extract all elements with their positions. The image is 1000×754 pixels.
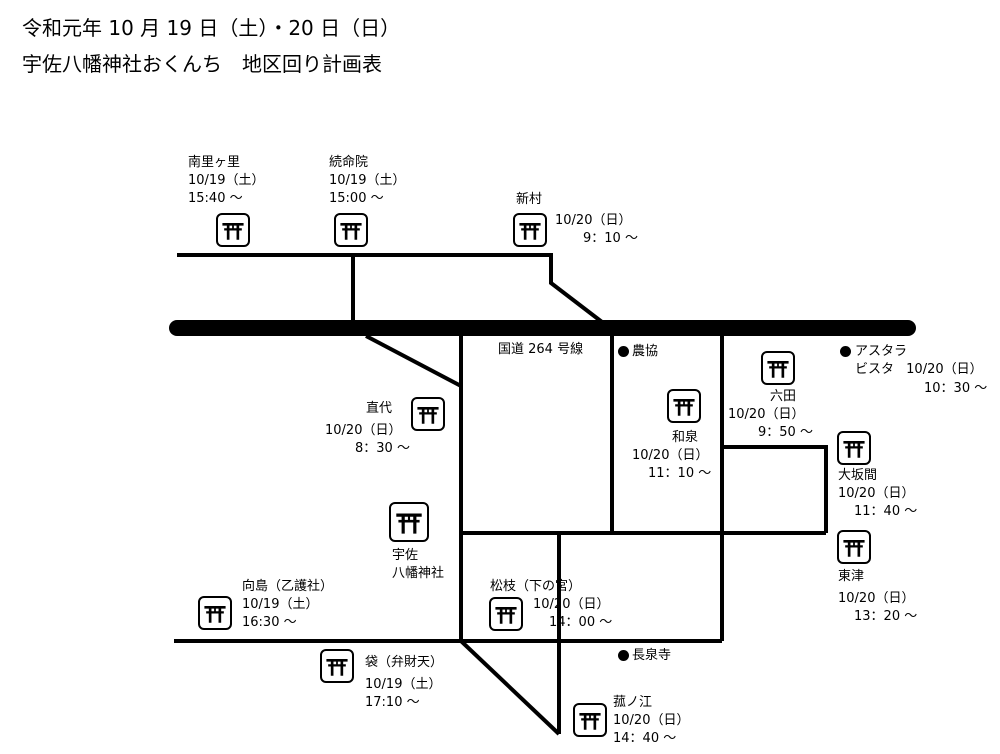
stop-name: 菰ノ江 — [613, 695, 653, 710]
torii-icon-naoshiro — [411, 397, 445, 431]
stop-date: 10/20（日） — [325, 423, 402, 438]
stop-name: 和泉 — [672, 430, 699, 445]
stop-time: 9：10 〜 — [583, 231, 638, 246]
stop-time: 14：00 〜 — [549, 615, 613, 630]
stop-name: 大坂間 — [838, 468, 878, 483]
torii-icon-fukuro — [320, 649, 354, 683]
road-label-route-264: 国道 264 号線 — [498, 342, 584, 357]
stop-mukaijima: 向島（乙護社） 10/19（土） 16:30 〜 — [242, 578, 333, 632]
landmark-dot-astarabista — [840, 346, 851, 357]
stop-date: 10/20（日） — [728, 407, 805, 422]
stop-name-shinmura: 新村 — [516, 192, 543, 207]
stop-matsueda-schedule: 10/20（日） 14：00 〜 — [533, 596, 612, 632]
upper-road — [177, 253, 604, 324]
stop-higashitsu: 東津 10/20（日） 13：20 〜 — [838, 568, 917, 626]
stop-date: 10/20（日） — [555, 213, 632, 228]
stop-name: 宇佐 — [392, 548, 419, 563]
stop-date: 10/20（日） — [533, 597, 610, 612]
road-diagonal-komonoe — [459, 639, 561, 736]
torii-icon-higashitsu — [837, 530, 871, 564]
stop-time: 11：10 〜 — [648, 466, 712, 481]
stop-zokumyoin: 続命院 10/19（土） 15:00 〜 — [329, 154, 405, 208]
torii-icon-matsueda — [489, 597, 523, 631]
torii-icon-usa-hachiman-shrine — [389, 502, 429, 542]
stop-astarabista-detail: ビスタ 10/20（日） — [855, 361, 983, 379]
stop-name: アスタラ — [855, 344, 908, 359]
torii-icon-rokuta — [761, 351, 795, 385]
stop-date: 10/19（土） — [242, 597, 319, 612]
stop-date: 10/19（土） — [329, 173, 406, 188]
torii-icon-zokumyoin — [334, 213, 368, 247]
plan-title: 宇佐八幡神社おくんち 地区回り計画表 — [22, 52, 382, 76]
stop-date: 10/20（日） — [632, 448, 709, 463]
torii-icon-osakama — [837, 431, 871, 465]
stop-date: 10/20（日） — [906, 362, 983, 377]
stop-time: 9：50 〜 — [758, 425, 813, 440]
road-diagonal-naoshiro — [365, 334, 462, 388]
stop-shinmura-schedule: 10/20（日） 9：10 〜 — [555, 212, 638, 248]
landmark-dot-chosenji — [618, 650, 629, 661]
landmark-dot-nokyo — [618, 346, 629, 357]
stop-name: 続命院 — [329, 155, 369, 170]
stop-minamisatogasato: 南里ヶ里 10/19（土） 15:40 〜 — [188, 154, 264, 208]
torii-icon-minamisatogasato — [216, 213, 250, 247]
stop-name: 松枝（下の宮） — [490, 579, 582, 594]
torii-icon-komonoe — [573, 703, 607, 737]
stop-time: 17:10 〜 — [365, 695, 420, 710]
stop-astarabista: アスタラ — [855, 343, 907, 361]
stop-date: 10/20（日） — [613, 713, 690, 728]
stop-time: 15:00 〜 — [329, 191, 384, 206]
stop-usa-hachiman-shrine: 宇佐 八幡神社 — [392, 547, 444, 583]
landmark-chosenji: 長泉寺 — [632, 648, 672, 663]
stop-time: 14：40 〜 — [613, 731, 677, 746]
stop-date: 10/19（土） — [188, 173, 265, 188]
stop-name: ビスタ — [855, 362, 895, 377]
stop-date: 10/20（日） — [838, 486, 915, 501]
stop-date: 10/19（土） — [365, 677, 442, 692]
torii-icon-wasen — [667, 389, 701, 423]
stop-name: 東津 — [838, 569, 865, 584]
stop-rokuta: 六田 10/20（日） 9：50 〜 — [728, 388, 813, 442]
landmark-nokyo: 農協 — [632, 344, 659, 359]
stop-wasen: 和泉 10/20（日） 11：10 〜 — [632, 429, 711, 483]
stop-name: 六田 — [770, 389, 797, 404]
stop-fukuro: 袋（弁財天） 10/19（土） 17:10 〜 — [365, 654, 443, 712]
stop-date: 10/20（日） — [838, 591, 915, 606]
stop-name-naoshiro: 直代 — [366, 401, 393, 416]
stop-osakama: 大坂間 10/20（日） 11：40 〜 — [838, 467, 917, 521]
stop-time: 16:30 〜 — [242, 615, 297, 630]
stop-time: 13：20 〜 — [854, 609, 918, 624]
torii-icon-shinmura — [513, 213, 547, 247]
stop-name: 向島（乙護社） — [242, 579, 334, 594]
stop-name: 袋（弁財天） — [365, 655, 444, 670]
date-line: 令和元年 10 月 19 日（土）・20 日（日） — [22, 16, 401, 40]
stop-time: 15:40 〜 — [188, 191, 243, 206]
stop-time: 11：40 〜 — [854, 504, 918, 519]
torii-icon-mukaijima — [198, 596, 232, 630]
stop-time-astarabista: 10：30 〜 — [924, 381, 988, 396]
stop-komonoe: 菰ノ江 10/20（日） 14：40 〜 — [613, 694, 689, 748]
stop-naoshiro-schedule: 10/20（日） 8：30 〜 — [325, 422, 410, 458]
road-osakama-loop — [722, 445, 828, 533]
stop-name: 八幡神社 — [392, 566, 445, 581]
stop-name: 南里ヶ里 — [188, 155, 241, 170]
stop-time: 8：30 〜 — [355, 441, 410, 456]
stop-matsueda: 松枝（下の宮） — [490, 578, 581, 596]
